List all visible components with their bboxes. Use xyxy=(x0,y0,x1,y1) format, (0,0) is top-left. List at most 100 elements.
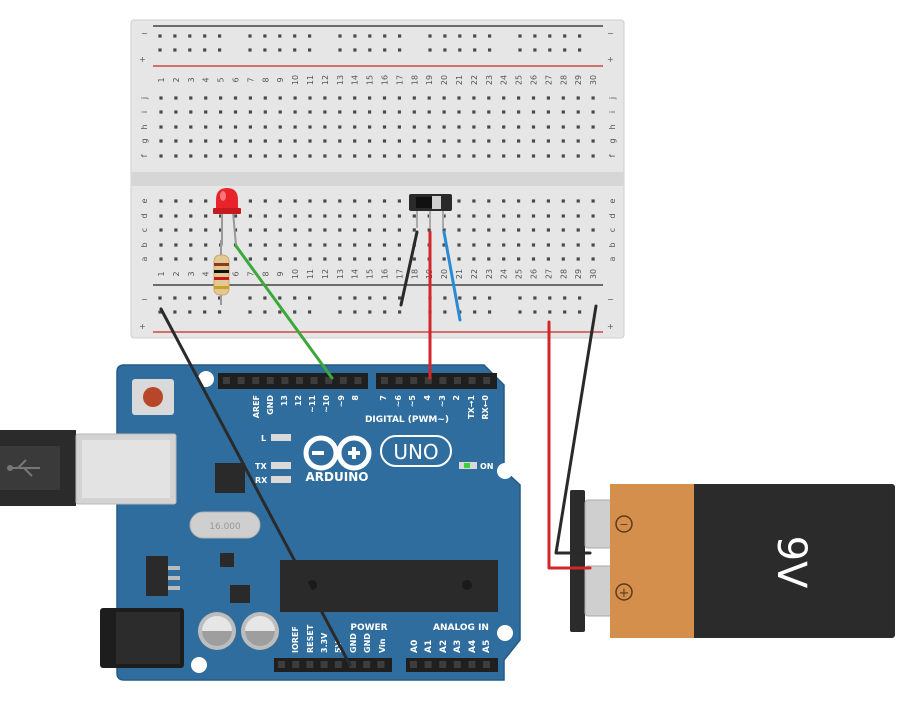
terminal-hole[interactable] xyxy=(204,110,208,114)
rail-hole[interactable] xyxy=(488,48,492,52)
header-socket[interactable] xyxy=(278,661,285,668)
rail-hole[interactable] xyxy=(473,48,477,52)
rail-hole[interactable] xyxy=(308,34,312,38)
terminal-hole[interactable] xyxy=(487,96,491,100)
terminal-hole[interactable] xyxy=(397,228,401,232)
terminal-hole[interactable] xyxy=(189,199,193,203)
slide-switch[interactable] xyxy=(409,194,452,228)
terminal-hole[interactable] xyxy=(204,228,208,232)
rail-hole[interactable] xyxy=(278,296,282,300)
terminal-hole[interactable] xyxy=(487,125,491,129)
terminal-hole[interactable] xyxy=(159,110,163,114)
rail-hole[interactable] xyxy=(188,310,192,314)
rail-hole[interactable] xyxy=(428,34,432,38)
terminal-hole[interactable] xyxy=(457,243,461,247)
header-socket[interactable] xyxy=(310,377,318,384)
terminal-hole[interactable] xyxy=(517,154,521,158)
header-socket[interactable] xyxy=(296,377,303,384)
terminal-hole[interactable] xyxy=(248,125,252,129)
terminal-hole[interactable] xyxy=(368,96,372,100)
terminal-hole[interactable] xyxy=(487,228,491,232)
terminal-hole[interactable] xyxy=(323,214,327,218)
terminal-hole[interactable] xyxy=(308,228,312,232)
resistor[interactable] xyxy=(213,240,230,305)
terminal-hole[interactable] xyxy=(159,257,163,261)
rail-hole[interactable] xyxy=(218,48,222,52)
terminal-hole[interactable] xyxy=(576,214,580,218)
terminal-hole[interactable] xyxy=(278,154,282,158)
rail-hole[interactable] xyxy=(338,34,342,38)
header-socket[interactable] xyxy=(395,377,403,384)
terminal-hole[interactable] xyxy=(159,243,163,247)
terminal-hole[interactable] xyxy=(293,228,297,232)
terminal-hole[interactable] xyxy=(323,228,327,232)
header-socket[interactable] xyxy=(281,377,289,384)
rail-hole[interactable] xyxy=(428,48,432,52)
terminal-hole[interactable] xyxy=(174,228,178,232)
terminal-hole[interactable] xyxy=(338,110,342,114)
terminal-hole[interactable] xyxy=(219,228,223,232)
terminal-hole[interactable] xyxy=(174,110,178,114)
terminal-hole[interactable] xyxy=(517,139,521,143)
header-socket[interactable] xyxy=(424,377,432,384)
terminal-hole[interactable] xyxy=(382,243,387,247)
rail-hole[interactable] xyxy=(353,296,357,300)
rail-hole[interactable] xyxy=(353,48,357,52)
rail-hole[interactable] xyxy=(218,34,222,38)
terminal-hole[interactable] xyxy=(263,228,267,232)
rail-hole[interactable] xyxy=(368,48,372,52)
header-socket[interactable] xyxy=(363,661,371,668)
rail-hole[interactable] xyxy=(158,48,162,52)
terminal-hole[interactable] xyxy=(248,228,252,232)
rail-hole[interactable] xyxy=(563,310,567,314)
terminal-hole[interactable] xyxy=(487,154,491,158)
rail-hole[interactable] xyxy=(248,310,252,314)
terminal-hole[interactable] xyxy=(517,110,521,114)
terminal-hole[interactable] xyxy=(472,243,476,247)
header-socket[interactable] xyxy=(325,377,333,384)
terminal-hole[interactable] xyxy=(219,154,223,158)
terminal-hole[interactable] xyxy=(517,214,521,218)
terminal-hole[interactable] xyxy=(353,139,357,143)
terminal-hole[interactable] xyxy=(263,199,267,203)
terminal-hole[interactable] xyxy=(397,110,401,114)
header-socket[interactable] xyxy=(339,377,347,384)
rail-hole[interactable] xyxy=(533,34,537,38)
terminal-hole[interactable] xyxy=(323,139,327,143)
wires[interactable] xyxy=(159,230,598,667)
terminal-hole[interactable] xyxy=(487,199,491,203)
terminal-hole[interactable] xyxy=(338,96,342,100)
header-socket[interactable] xyxy=(252,377,260,384)
terminal-hole[interactable] xyxy=(397,96,401,100)
rail-hole[interactable] xyxy=(518,310,522,314)
terminal-hole[interactable] xyxy=(517,228,521,232)
rail-hole[interactable] xyxy=(533,296,537,300)
terminal-hole[interactable] xyxy=(263,154,267,158)
terminal-hole[interactable] xyxy=(397,243,401,247)
terminal-hole[interactable] xyxy=(502,96,506,100)
terminal-hole[interactable] xyxy=(338,199,342,203)
header-socket[interactable] xyxy=(453,661,461,668)
terminal-hole[interactable] xyxy=(368,257,372,261)
terminal-hole[interactable] xyxy=(576,139,580,143)
terminal-hole[interactable] xyxy=(248,110,252,114)
terminal-hole[interactable] xyxy=(487,139,491,143)
terminal-hole[interactable] xyxy=(561,96,565,100)
terminal-hole[interactable] xyxy=(293,257,297,261)
terminal-hole[interactable] xyxy=(219,139,223,143)
terminal-hole[interactable] xyxy=(159,139,163,143)
rail-hole[interactable] xyxy=(548,296,552,300)
terminal-hole[interactable] xyxy=(517,257,521,261)
terminal-hole[interactable] xyxy=(204,139,208,143)
header-socket[interactable] xyxy=(349,661,356,668)
terminal-hole[interactable] xyxy=(382,110,387,114)
terminal-hole[interactable] xyxy=(591,228,595,232)
terminal-hole[interactable] xyxy=(502,214,506,218)
terminal-hole[interactable] xyxy=(293,214,297,218)
terminal-hole[interactable] xyxy=(278,243,282,247)
terminal-hole[interactable] xyxy=(561,139,565,143)
terminal-hole[interactable] xyxy=(531,228,536,232)
rail-hole[interactable] xyxy=(308,310,312,314)
terminal-hole[interactable] xyxy=(233,154,238,158)
rail-hole[interactable] xyxy=(548,34,552,38)
